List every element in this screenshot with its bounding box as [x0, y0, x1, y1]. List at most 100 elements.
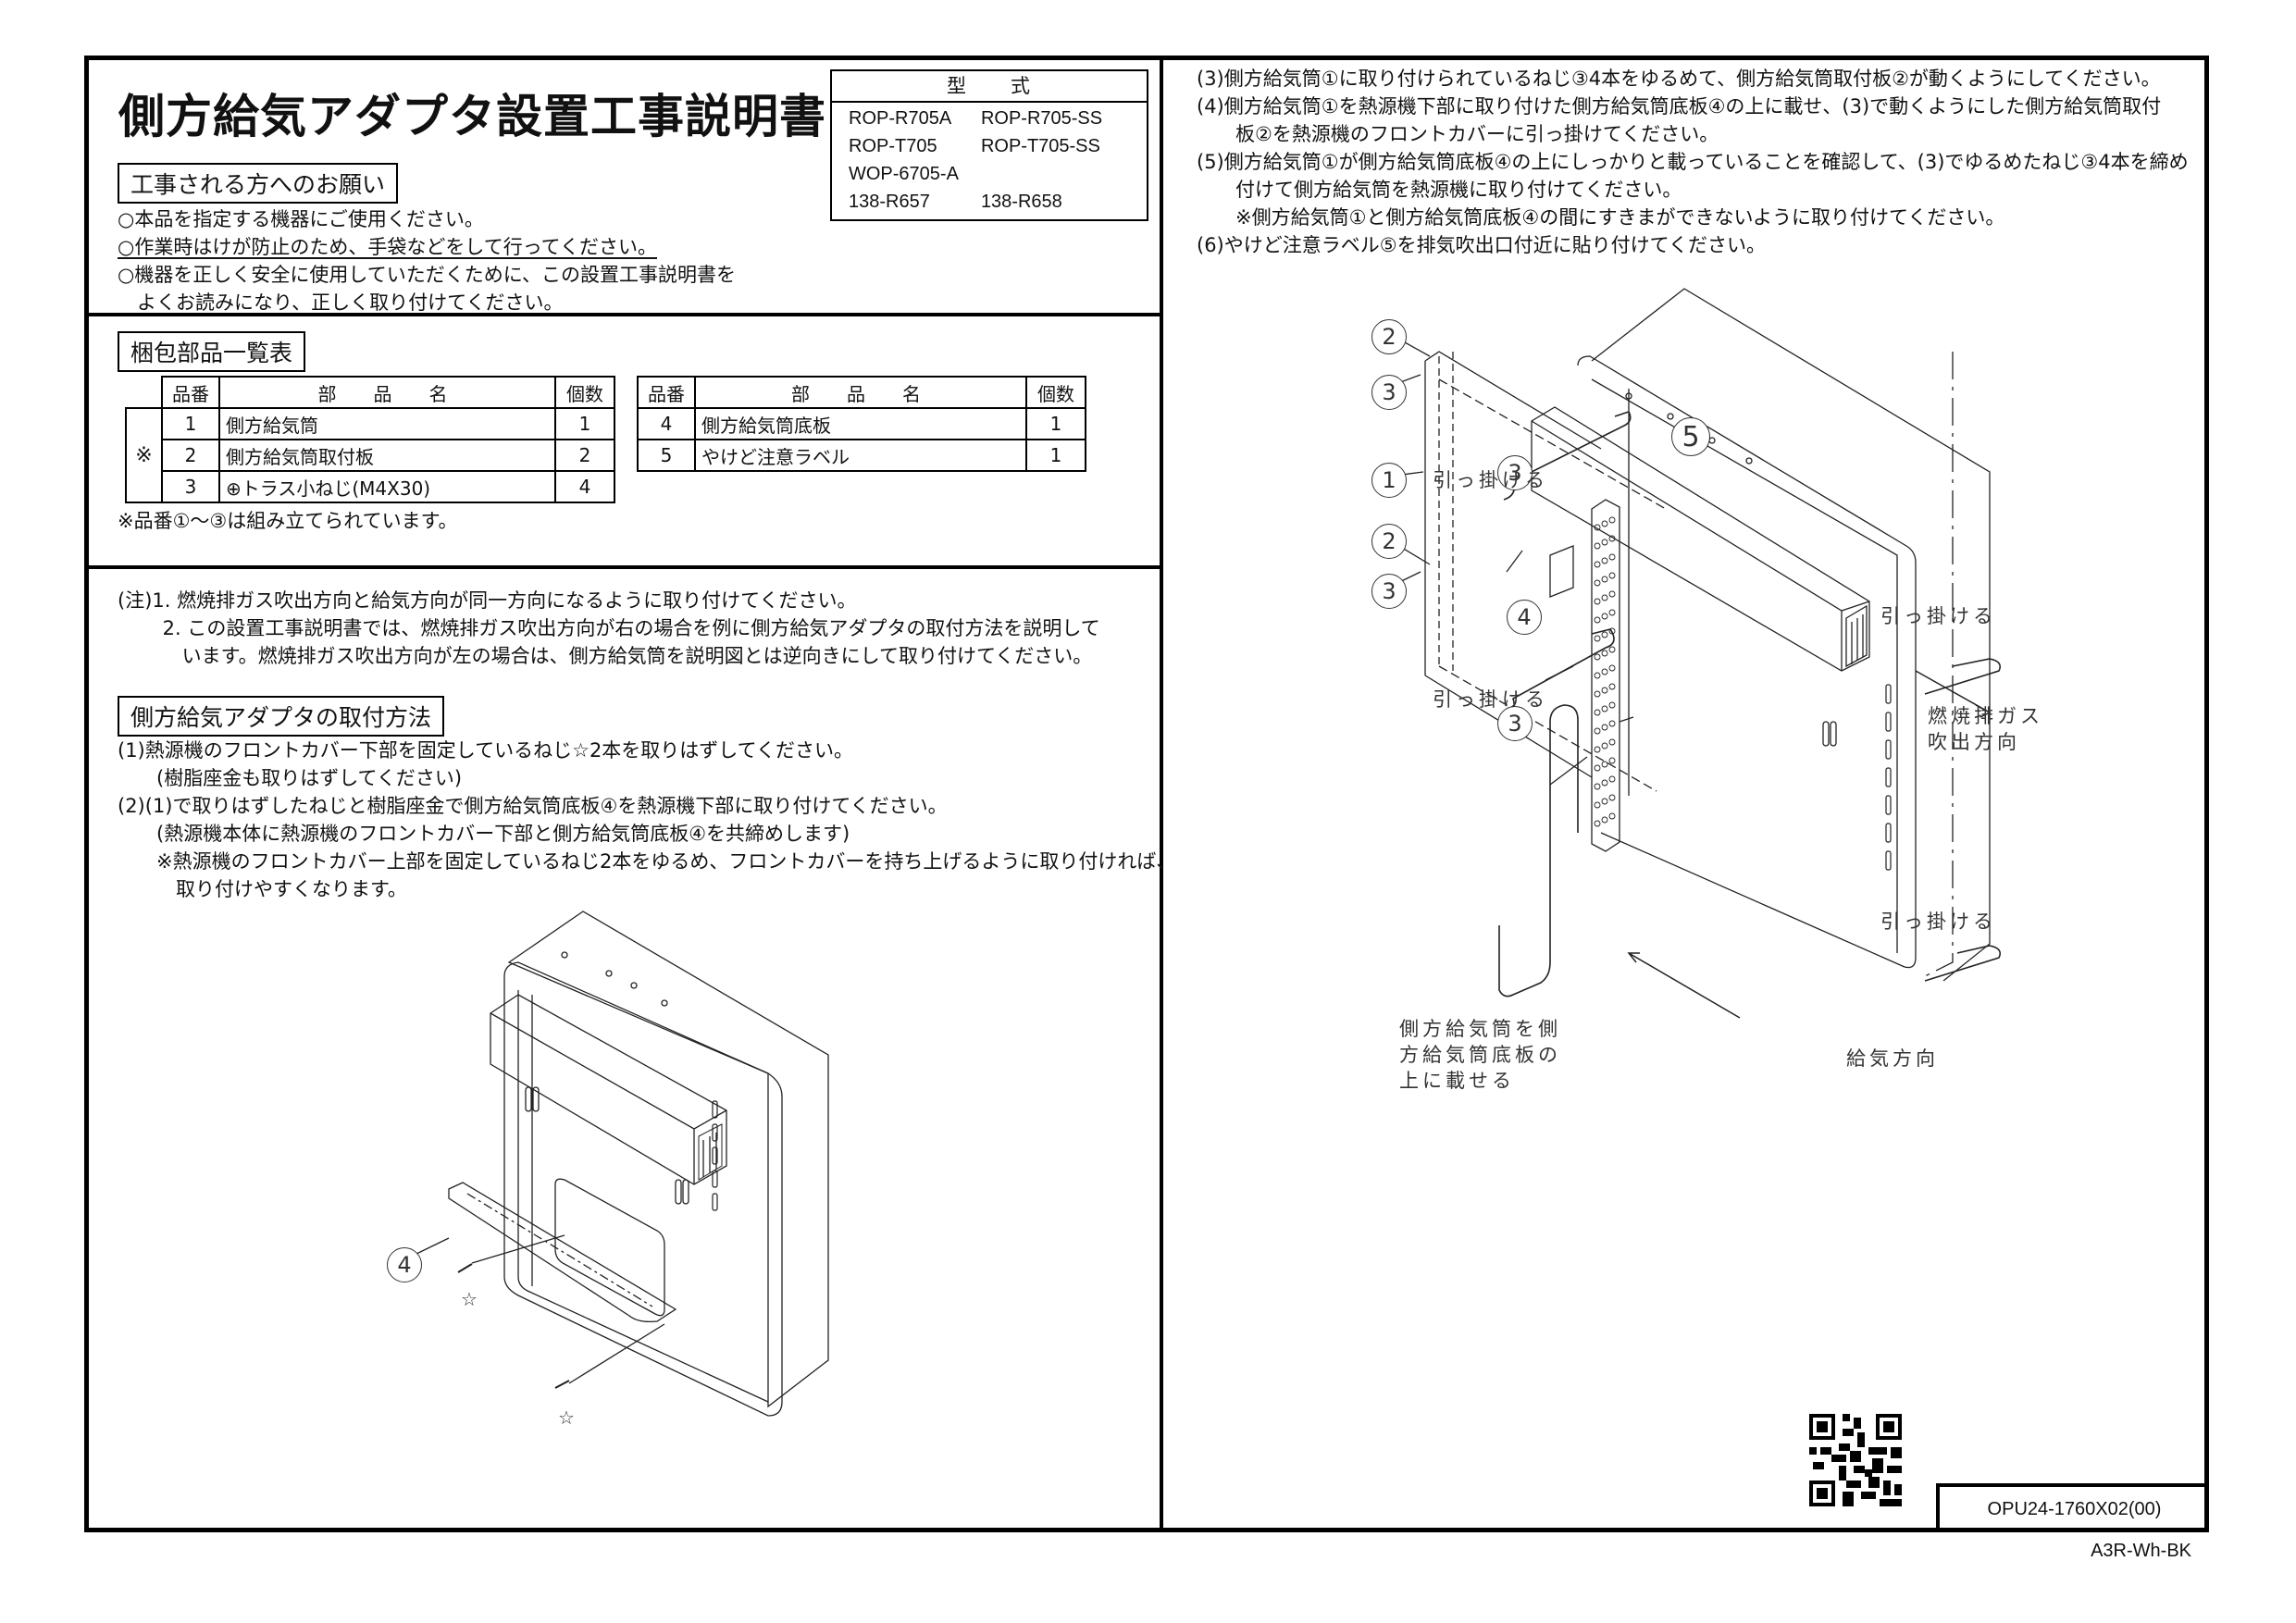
- step-line: (2)(1)で取りはずしたねじと樹脂座金で側方給気筒底板④を熱源機下部に取り付け…: [118, 795, 948, 817]
- table-row: 2 側方給気筒取付板 2: [126, 439, 615, 472]
- callout-1: 1: [1371, 463, 1407, 498]
- part-no: 1: [161, 407, 220, 440]
- col-header-name: 部 品 名: [218, 376, 556, 409]
- callout-3-bottom-right: 3: [1497, 706, 1533, 741]
- callout-4-left: 4: [387, 1247, 422, 1282]
- parts-footnote: ※品番①～③は組み立てられています。: [118, 510, 458, 532]
- request-item: ○機器を正しく安全に使用していただくために、この設置工事説明書を: [118, 264, 737, 286]
- document-number: OPU24-1760X02(00): [1936, 1483, 2209, 1532]
- callout-number: 2: [1382, 528, 1396, 554]
- callout-number: 4: [397, 1252, 412, 1278]
- parts-header-row: 品番 部 品 名 個数: [126, 376, 615, 409]
- exhaust-direction-label-2: 吹出方向: [1928, 731, 2020, 753]
- callout-3-bottom-left: 3: [1371, 574, 1407, 609]
- request-section: 工事される方へのお願い ○本品を指定する機器にご使用ください。 ○作業時はけが防…: [118, 163, 736, 316]
- request-item: ○本品を指定する機器にご使用ください。: [118, 208, 484, 230]
- callout-number: 3: [1382, 379, 1396, 405]
- callout-2-top: 2: [1371, 319, 1407, 354]
- col-header-qty: 個数: [554, 376, 615, 409]
- section-divider-1: [84, 313, 1161, 316]
- model-cell: WOP-6705-A: [849, 163, 959, 184]
- step-line: (3)側方給気筒①に取り付けられているねじ③4本をゆるめて、側方給気筒取付板②が…: [1197, 68, 2161, 90]
- parts-heading: 梱包部品一覧表: [118, 331, 306, 372]
- hook-label-top-right: 引っ掛ける: [1880, 605, 1996, 627]
- mark-col-header: [126, 377, 162, 409]
- model-row: WOP-6705-A: [838, 160, 1113, 188]
- step-line: (樹脂座金も取りはずしてください): [118, 767, 463, 789]
- placement-note-2: 方給気筒底板の: [1399, 1044, 1561, 1066]
- col-header-name: 部 品 名: [694, 376, 1027, 409]
- exhaust-direction-label-1: 燃焼排ガス: [1928, 705, 2043, 727]
- star-screw-mark-1: ☆: [461, 1288, 478, 1310]
- part-no: 3: [161, 470, 220, 503]
- step-line: 取り付けやすくなります。: [118, 878, 407, 900]
- callout-number: 3: [1382, 578, 1396, 604]
- part-name: ⊕トラス小ねじ(M4X30): [218, 470, 556, 503]
- table-row: ※ 1 側方給気筒 1: [125, 407, 615, 503]
- part-name: 側方給気筒: [218, 407, 556, 440]
- callout-5: 5: [1671, 417, 1710, 456]
- hook-label-top-left: 引っ掛ける: [1433, 469, 1548, 491]
- placement-note-3: 上に載せる: [1399, 1070, 1515, 1092]
- qr-code: [1809, 1414, 1902, 1506]
- model-cell: ROP-T705: [849, 135, 937, 156]
- step-line: (熱源機本体に熱源機のフロントカバー下部と側方給気筒底板④を共締めします): [118, 823, 850, 845]
- callout-3-mid: 3: [1497, 455, 1533, 490]
- col-header-no: 品番: [637, 376, 696, 409]
- note-line: (注)1. 燃焼排ガス吹出方向と給気方向が同一方向になるように取り付けてください…: [118, 589, 857, 612]
- callout-3-top: 3: [1371, 375, 1407, 410]
- callout-number: 2: [1382, 324, 1396, 350]
- step-line: (4)側方給気筒①を熱源機下部に取り付けた側方給気筒底板④の上に載せ、(3)で動…: [1197, 95, 2162, 118]
- part-name: やけど注意ラベル: [694, 439, 1027, 472]
- footer-code: A3R-Wh-BK: [2091, 1541, 2191, 1561]
- star-screw-mark-2: ☆: [558, 1406, 575, 1429]
- col-header-qty: 個数: [1025, 376, 1086, 409]
- part-qty: 1: [554, 407, 615, 440]
- model-cell: [970, 160, 1113, 188]
- table-row: 5 やけど注意ラベル 1: [637, 439, 1086, 472]
- column-divider: [1160, 56, 1163, 1532]
- request-heading: 工事される方へのお願い: [118, 163, 399, 204]
- step-line: (1)熱源機のフロントカバー下部を固定しているねじ☆2本を取りはずしてください。: [118, 739, 854, 762]
- part-qty: 1: [1025, 407, 1086, 440]
- model-cell: 138-R657: [849, 191, 930, 212]
- model-table-header: 型 式: [832, 71, 1147, 103]
- model-cell: 138-R658: [980, 191, 1062, 212]
- callout-2-bottom: 2: [1371, 524, 1407, 559]
- callout-4-right: 4: [1507, 600, 1542, 635]
- model-row: 138-R657 138-R658: [838, 188, 1113, 216]
- table-row: 4 側方給気筒底板 1: [637, 407, 1086, 440]
- parts-header-row: 品番 部 品 名 個数: [637, 376, 1086, 409]
- method-steps-right: (3)側方給気筒①に取り付けられているねじ③4本をゆるめて、側方給気筒取付板②が…: [1197, 65, 2189, 259]
- assembled-mark: ※: [125, 407, 163, 503]
- part-qty: 4: [554, 470, 615, 503]
- part-name: 側方給気筒取付板: [218, 439, 556, 472]
- part-no: 2: [161, 439, 220, 472]
- model-cell: ROP-R705-SS: [980, 107, 1103, 129]
- callout-number: 4: [1517, 604, 1532, 630]
- hook-label-bottom-right: 引っ掛ける: [1880, 911, 1996, 933]
- heater-diagram-left: [414, 911, 829, 1417]
- step-line: ※熱源機のフロントカバー上部を固定しているねじ2本をゆるめ、フロントカバーを持ち…: [118, 850, 1176, 873]
- step-line: 板②を熱源機のフロントカバーに引っ掛けてください。: [1197, 123, 1719, 145]
- callout-number: 5: [1682, 420, 1700, 453]
- intake-direction-label: 給気方向: [1846, 1047, 1939, 1070]
- notes-section: (注)1. 燃焼排ガス吹出方向と給気方向が同一方向になるように取り付けてください…: [118, 587, 1100, 670]
- part-qty: 2: [554, 439, 615, 472]
- callout-number: 3: [1508, 711, 1522, 737]
- parts-table-left: 品番 部 品 名 個数 ※ 1 側方給気筒 1 2 側方給気筒取付板 2 3 ⊕…: [125, 376, 615, 503]
- step-line: 付けて側方給気筒を熱源機に取り付けてください。: [1197, 179, 1682, 201]
- note-line: 2. この設置工事説明書では、燃焼排ガス吹出方向が右の場合を例に側方給気アダプタ…: [118, 617, 1100, 639]
- method-section: 側方給気アダプタの取付方法 (1)熱源機のフロントカバー下部を固定しているねじ☆…: [118, 696, 1175, 903]
- step-line: (5)側方給気筒①が側方給気筒底板④の上にしっかりと載っていることを確認して、(…: [1197, 151, 2189, 173]
- part-no: 4: [637, 407, 696, 440]
- request-item: よくお読みになり、正しく取り付けてください。: [118, 291, 564, 314]
- note-line: います。燃焼排ガス吹出方向が左の場合は、側方給気筒を説明図とは逆向きにして取り付…: [118, 645, 1093, 667]
- hook-label-mid-left: 引っ掛ける: [1433, 688, 1548, 711]
- section-divider-2: [84, 565, 1161, 569]
- parts-table-right: 品番 部 品 名 個数 4 側方給気筒底板 1 5 やけど注意ラベル 1: [637, 376, 1086, 472]
- table-row: 3 ⊕トラス小ねじ(M4X30) 4: [126, 470, 615, 503]
